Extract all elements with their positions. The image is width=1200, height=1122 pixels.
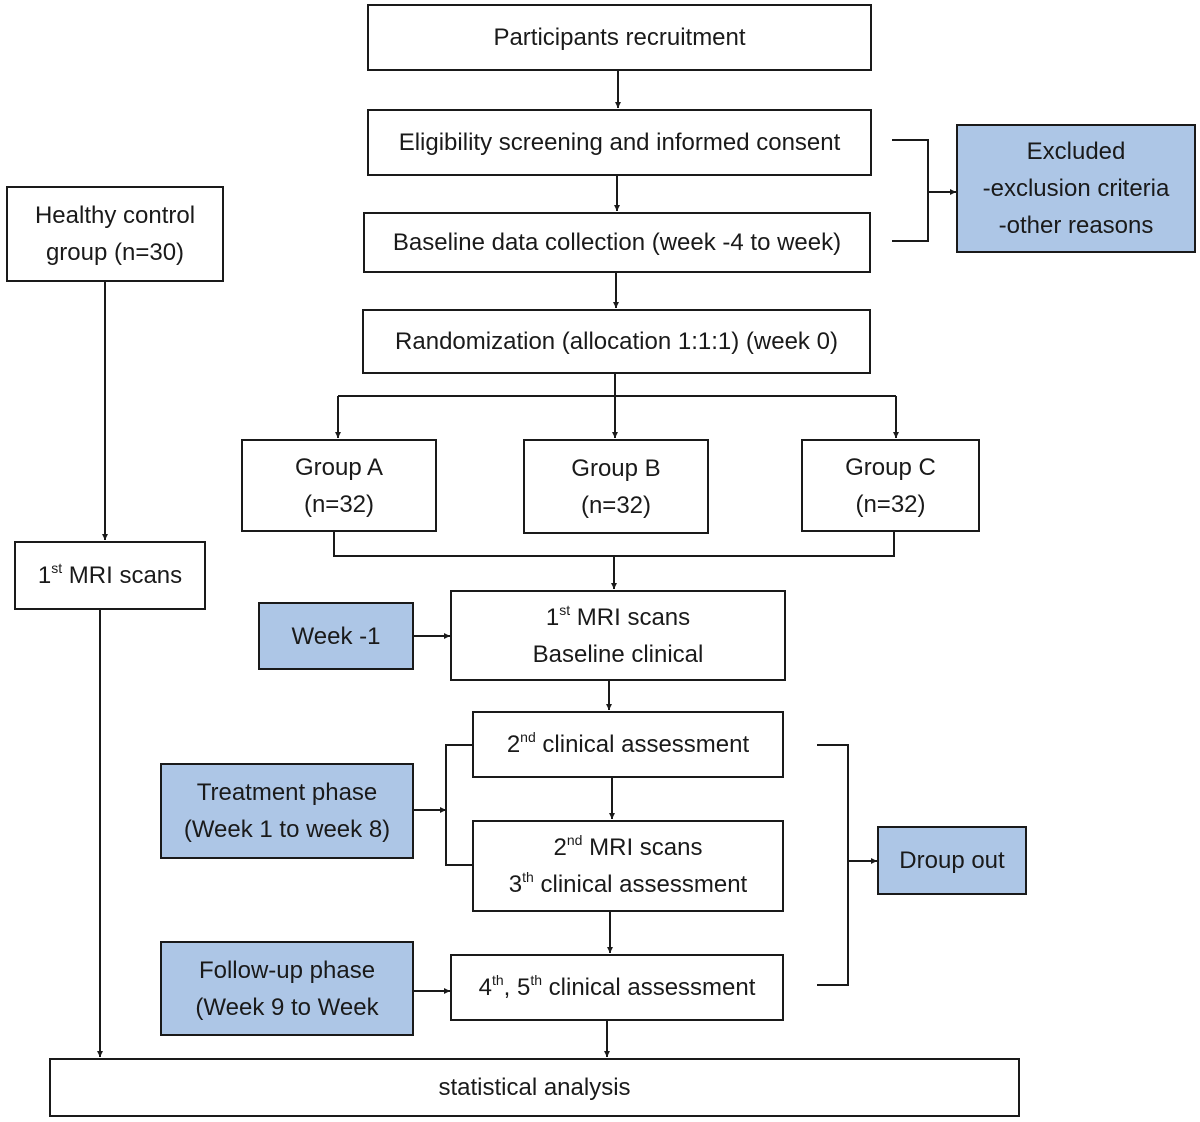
other-reasons-label: -other reasons <box>998 212 1154 239</box>
followup-phase-title: Follow-up phase <box>198 956 376 984</box>
eligibility-screening-box: Eligibility screening and informed conse… <box>367 109 872 176</box>
bracket-dropout <box>817 744 849 986</box>
bracket-treatment <box>445 744 472 866</box>
treatment-phase-range: (Week 1 to week 8) <box>183 816 391 843</box>
treatment-phase-title: Treatment phase <box>196 779 378 806</box>
healthy-control-box: Healthy control group (n=30) <box>6 186 224 282</box>
dropout-box: Droup out <box>877 826 1027 895</box>
followup-phase-range: (Week 9 to Week <box>195 993 379 1021</box>
statistical-analysis-box: statistical analysis <box>49 1058 1020 1117</box>
group-a-name: Group A <box>294 453 384 481</box>
group-c-name: Group C <box>845 453 936 481</box>
groups-merge <box>333 532 895 557</box>
first-mri-box: 1st MRI scans Baseline clinical <box>450 590 786 681</box>
third-clinical-label: 3th clinical assessment <box>508 869 748 898</box>
dropout-label: Droup out <box>899 847 1005 874</box>
group-b-box: Group B (n=32) <box>523 439 709 534</box>
fourth-fifth-clinical-box: 4th, 5th clinical assessment <box>450 954 784 1021</box>
first-mri-label: 1st MRI scans <box>545 601 691 631</box>
followup-phase-box: Follow-up phase (Week 9 to Week <box>160 941 414 1036</box>
second-clinical-label: 2nd clinical assessment <box>506 729 750 758</box>
second-mri-label: 2nd MRI scans <box>553 832 703 861</box>
second-clinical-box: 2nd clinical assessment <box>472 711 784 778</box>
group-a-box: Group A (n=32) <box>241 439 437 532</box>
baseline-data-collection-box: Baseline data collection (week -4 to wee… <box>363 212 871 273</box>
group-c-count: (n=32) <box>855 490 926 518</box>
healthy-control-mri-label: 1st MRI scans <box>37 560 183 589</box>
treatment-phase-box: Treatment phase (Week 1 to week 8) <box>160 763 414 859</box>
participants-recruitment-label: Participants recruitment <box>493 24 746 51</box>
group-b-name: Group B <box>571 454 661 482</box>
baseline-clinical-label: Baseline clinical <box>532 640 704 668</box>
baseline-data-collection-label: Baseline data collection (week -4 to wee… <box>392 229 842 256</box>
bracket-exclusion <box>892 139 929 242</box>
randomization-box: Randomization (allocation 1:1:1) (week 0… <box>362 309 871 374</box>
statistical-analysis-label: statistical analysis <box>438 1074 631 1101</box>
week-minus-1-box: Week -1 <box>258 602 414 670</box>
second-mri-box: 2nd MRI scans 3th clinical assessment <box>472 820 784 912</box>
group-b-count: (n=32) <box>580 491 652 519</box>
eligibility-screening-label: Eligibility screening and informed conse… <box>398 129 841 156</box>
healthy-control-line2: group (n=30) <box>45 239 185 266</box>
randomization-label: Randomization (allocation 1:1:1) (week 0… <box>395 328 838 355</box>
healthy-control-line1: Healthy control <box>34 202 196 229</box>
excluded-box: Excluded -exclusion criteria -other reas… <box>956 124 1196 253</box>
participants-recruitment-box: Participants recruitment <box>367 4 872 71</box>
excluded-title: Excluded <box>1026 138 1126 165</box>
healthy-control-mri-box: 1st MRI scans <box>14 541 206 610</box>
exclusion-criteria-label: -exclusion criteria <box>982 175 1170 202</box>
week-minus-1-label: Week -1 <box>291 622 381 650</box>
group-a-count: (n=32) <box>303 490 375 518</box>
group-c-box: Group C (n=32) <box>801 439 980 532</box>
fourth-fifth-clinical-label: 4th, 5th clinical assessment <box>478 972 756 1001</box>
